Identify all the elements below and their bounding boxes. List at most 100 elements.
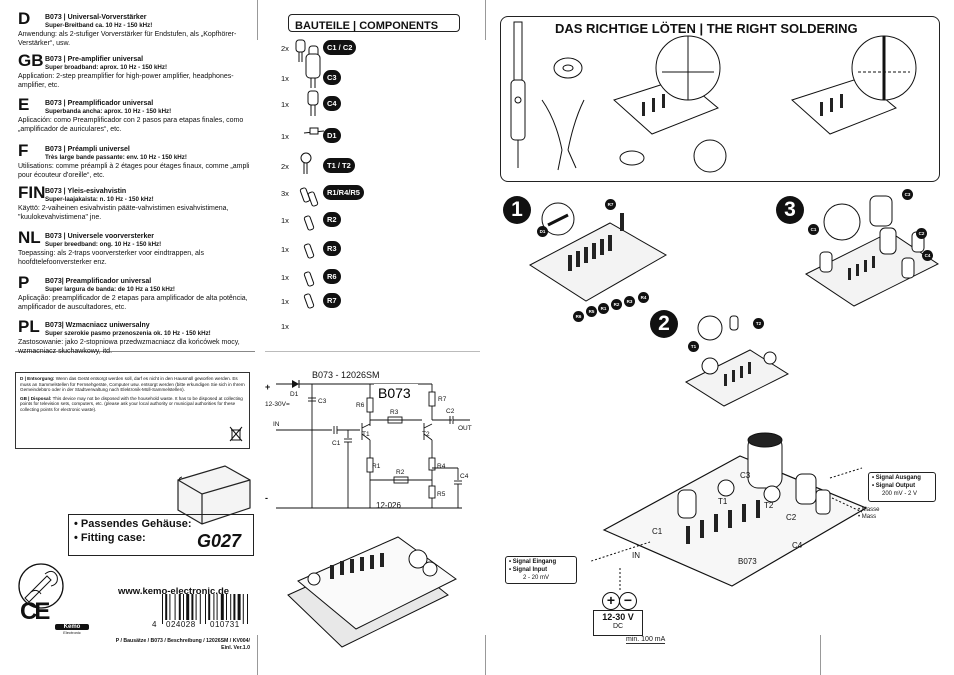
step-3-board — [805, 195, 939, 307]
disposal-gb-text: This device may not be disposed with the… — [20, 395, 243, 412]
step-1-label-r2: R2 — [611, 299, 622, 310]
step-3-number: 3 — [776, 196, 804, 224]
label-c3: C3 — [318, 398, 327, 405]
signal-output-en: • Signal Output — [872, 483, 916, 489]
barcode-bar — [220, 594, 224, 624]
schematic-title: B073 - 12026SM — [312, 370, 380, 380]
schematic-diagram: B073 - 12026SM + - 12-30V= IN OUT 12-026… — [265, 370, 472, 510]
case-label-de: • Passendes Gehäuse: — [74, 518, 192, 530]
case-box-image — [177, 465, 251, 525]
barcode-bar — [165, 594, 168, 624]
component-label: D1 — [323, 128, 341, 143]
component-qty: 1x — [281, 100, 289, 109]
lang-subtitle: Super-Breitband ca. 10 Hz - 150 kHz! — [45, 22, 153, 30]
barcode-digit1: 4 — [152, 620, 157, 629]
website-link[interactable]: www.kemo-electronic.de — [118, 586, 230, 597]
component-qty: 2x — [281, 162, 289, 171]
signal-input-box: • Signal Eingang • Signal Input 2 - 20 m… — [505, 556, 577, 584]
step-2-board — [684, 315, 790, 407]
lang-body: Utilisations: comme préampli à 2 étages … — [18, 162, 250, 179]
lang-code: PL — [18, 317, 40, 336]
step-1-label-r5: R5 — [586, 306, 597, 317]
label-r4: R4 — [437, 463, 446, 470]
fold-mark-bottom-right — [820, 635, 821, 675]
lang-body: Toepassing: als 2-traps voorversterker v… — [18, 249, 204, 266]
component-qty: 1x — [281, 245, 289, 254]
final-t1: T1 — [718, 497, 728, 506]
lang-title: B073 | Yleis-esivahvistin — [45, 188, 127, 195]
component-label: R1/R4/R5 — [323, 185, 364, 200]
final-c1: C1 — [652, 527, 663, 536]
soldering-illustration — [510, 21, 917, 173]
schematic-out: OUT — [458, 425, 472, 432]
barcode-bar — [226, 594, 227, 624]
label-r5: R5 — [437, 491, 446, 498]
final-c3: C3 — [740, 471, 751, 480]
barcode-bar — [199, 594, 201, 624]
component-label: R2 — [323, 212, 341, 227]
step-1-label-r6: R6 — [573, 311, 584, 322]
kemo-logo-sub: Electronic — [63, 630, 81, 635]
signal-output-range: 200 mV - 2 V — [882, 491, 918, 497]
soldering-title: DAS RICHTIGE LÖTEN | THE RIGHT SOLDERING — [555, 21, 858, 36]
step-1-label-r7: R7 — [605, 199, 616, 210]
footer-info: P / Bausätze / B073 / Beschreibung / 120… — [60, 638, 250, 652]
case-model: G027 — [196, 531, 241, 551]
label-d1: D1 — [290, 391, 299, 398]
signal-output-box: • Signal Ausgang • Signal Output 200 mV … — [868, 472, 936, 502]
footer-line2: Einl. Ver.1.0 — [221, 645, 250, 651]
component-label: C1 / C2 — [323, 40, 357, 55]
label-r3: R3 — [390, 409, 399, 416]
step-1-label-d1: D1 — [537, 226, 548, 237]
ground-en: • Mass — [858, 514, 877, 520]
lang-title: B073 | Universele voorversterker — [45, 233, 154, 240]
component-label: R3 — [323, 241, 341, 256]
label-t1: T1 — [362, 431, 370, 438]
label-c1: C1 — [332, 440, 341, 447]
barcode-bar — [186, 594, 190, 624]
lang-code: F — [18, 141, 29, 160]
step-2-label-t2: T2 — [753, 318, 764, 329]
step-2-number: 2 — [650, 310, 678, 338]
lang-body: Aplicação: preamplificador de 2 etapas p… — [18, 294, 248, 311]
fold-mark-top-left — [257, 0, 258, 40]
step-3-label-c1: C1 — [808, 224, 819, 235]
barcode-bar — [169, 594, 171, 624]
lang-subtitle: Super szerokie pasmo przenoszenia ok. 10… — [45, 330, 211, 338]
barcode-bar — [230, 594, 232, 624]
component-drawings — [295, 39, 325, 309]
kemo-hand-logo-icon — [18, 563, 64, 609]
final-board-illustration: B073 C1 C2 C3 C4 T1 T2 IN — [590, 432, 868, 590]
disposal-de-text: Wenn das Gerät entsorgt werden soll, dar… — [20, 376, 245, 393]
lang-title: B073 | Pre-amplifier universal — [45, 56, 144, 63]
disposal-box: D | Entsorgung: Wenn das Gerät entsorgt … — [15, 372, 250, 449]
barcode-bar — [247, 594, 248, 624]
final-in: IN — [632, 551, 640, 560]
step-1-board — [529, 202, 668, 302]
barcode-bar — [195, 594, 197, 624]
components-title: BAUTEILE | COMPONENTS — [295, 20, 439, 32]
barcode-bar — [237, 594, 241, 624]
lang-subtitle: Super largura de banda: de 10 Hz a 150 k… — [45, 286, 175, 294]
label-t2: T2 — [422, 431, 430, 438]
component-label: T1 / T2 — [323, 158, 355, 173]
component-qty: 1x — [281, 273, 289, 282]
schematic-voltage: 12-30V= — [265, 401, 290, 408]
pcb-boards-illustration — [287, 536, 457, 648]
lang-subtitle: Super broadband: aprox. 10 Hz - 150 kHz! — [45, 64, 168, 72]
component-qty: 3x — [281, 189, 289, 198]
barcode-bar — [233, 594, 236, 624]
final-c4: C4 — [792, 541, 803, 550]
schematic-ic: B073 — [378, 385, 411, 401]
fold-mark-top-mid — [485, 0, 486, 40]
barcode-group2: 010731 — [208, 620, 242, 629]
label-r2: R2 — [396, 469, 405, 476]
case-label-en: • Fitting case: — [74, 532, 146, 544]
separator-mid — [265, 351, 480, 352]
power-box: 12-30 V DC — [593, 610, 643, 636]
